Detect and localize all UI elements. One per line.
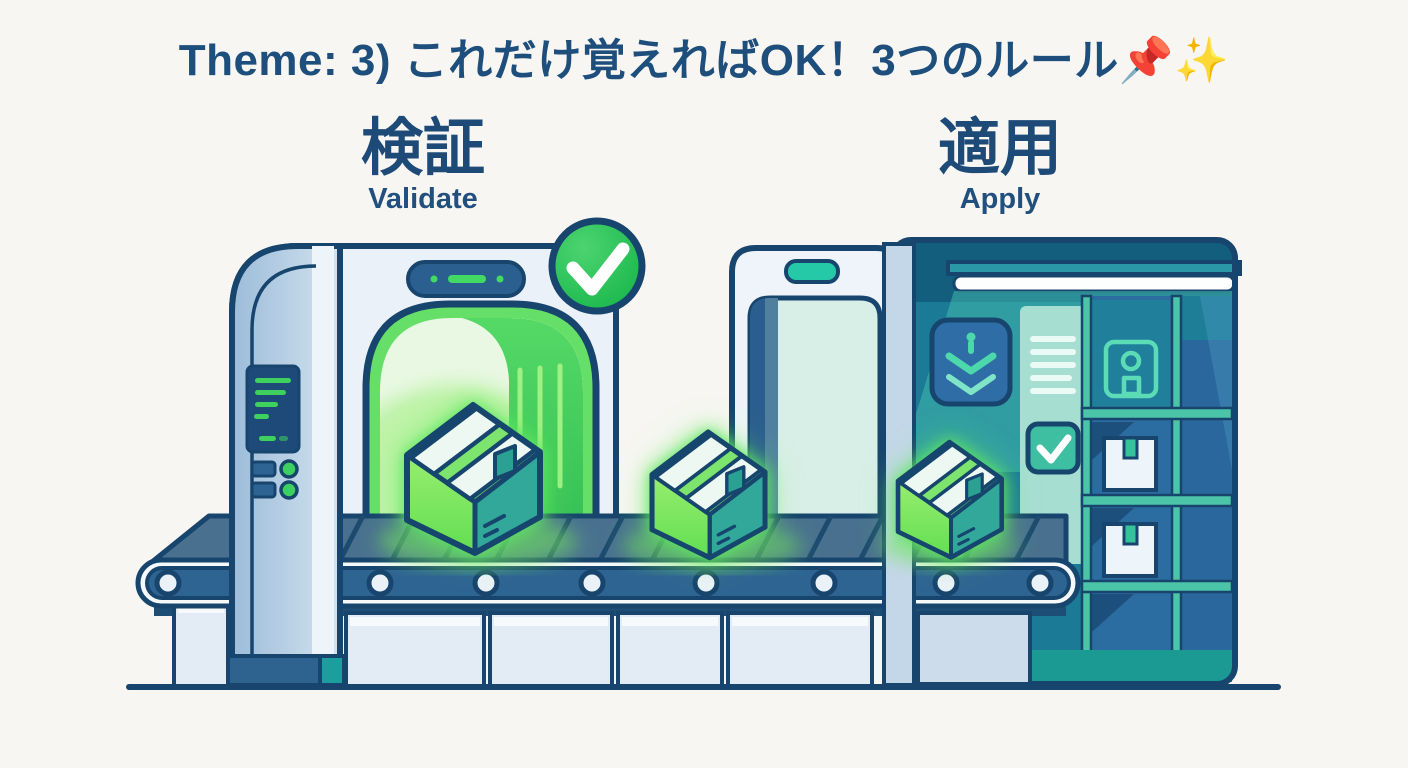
control-buttons	[250, 459, 299, 500]
shelf-box	[1102, 436, 1158, 492]
machine-pillar	[226, 243, 346, 687]
save-icon	[1103, 339, 1159, 399]
checklist-lines	[1030, 336, 1076, 394]
validate-label-en: Validate	[368, 183, 478, 216]
indicator-pill	[406, 260, 526, 298]
stage-label-apply: 適用 Apply	[820, 116, 1180, 216]
page-title: Theme: 3) これだけ覚えればOK！3つのルール📌✨	[178, 36, 1230, 85]
apply-label-en: Apply	[959, 183, 1041, 216]
status-screen	[245, 364, 301, 454]
pillar-base	[226, 654, 322, 687]
validate-label-ja: 検証	[360, 114, 485, 183]
checkbox-checked-icon	[1025, 421, 1081, 475]
gate-indicator-pill	[784, 259, 840, 284]
apply-label-ja: 適用	[937, 114, 1062, 183]
pillar-base-accent	[318, 654, 346, 687]
apply-gate	[729, 245, 903, 565]
inbox-download-icon	[929, 317, 1013, 407]
checklist-panel	[1020, 306, 1086, 564]
shelf-box	[1102, 522, 1158, 578]
rollers	[154, 569, 1054, 597]
cabinet-front-pillar	[882, 242, 916, 687]
stage-label-validate: 検証 Validate	[243, 116, 603, 216]
check-badge-icon	[548, 217, 646, 315]
storage-shelves	[1080, 294, 1234, 656]
conveyor-rail	[135, 557, 1081, 609]
